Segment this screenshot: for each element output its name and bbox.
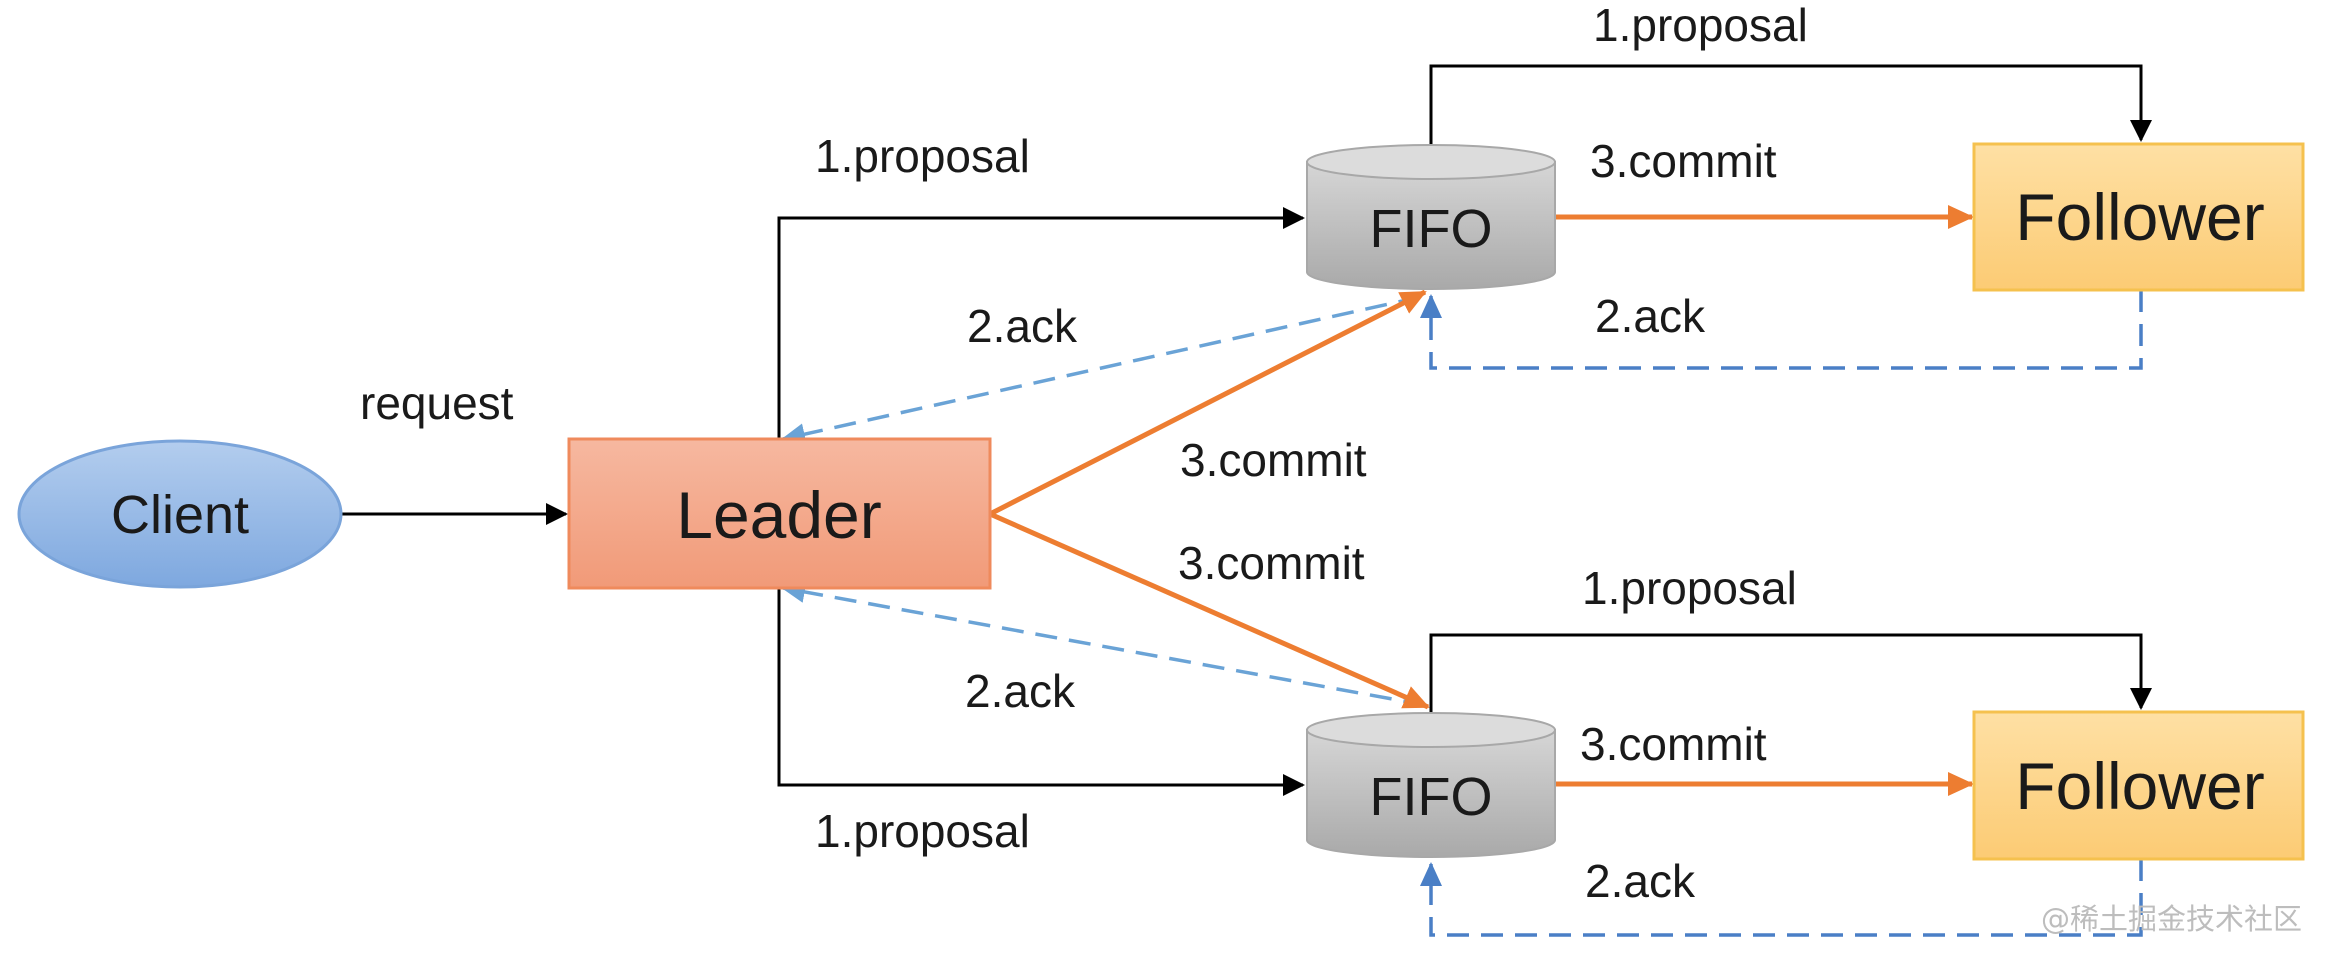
leader-to-fifo-bottom-proposal-arrow	[777, 588, 1305, 796]
client-label: Client	[111, 485, 249, 545]
fifo-top-to-follower-proposal-arrow	[1429, 64, 2152, 144]
watermark: @稀土掘金技术社区	[2041, 902, 2302, 936]
fifo-top-node: FIFO	[1306, 144, 1556, 290]
request-label: request	[360, 377, 514, 429]
leader-to-fifo-bottom-commit-arrow	[988, 511, 1430, 710]
leader-node: Leader	[567, 437, 992, 590]
fifo-bottom-to-leader-ack-arrow	[781, 581, 1426, 707]
leader-to-fifo-top-proposal-arrow	[777, 207, 1305, 439]
fifo-top-follower-commit-label: 3.commit	[1590, 135, 1777, 187]
leader-bottom-commit-label: 3.commit	[1178, 537, 1365, 589]
fifo-top-follower-proposal-label: 1.proposal	[1593, 0, 1808, 51]
fifo-bottom-leader-ack-label: 2.ack	[965, 665, 1076, 717]
leader-to-fifo-top-commit-arrow	[988, 289, 1427, 517]
leader-top-commit-label: 3.commit	[1180, 434, 1367, 486]
fifo-top-label: FIFO	[1370, 199, 1493, 259]
follower-top-node: Follower	[1972, 142, 2305, 292]
follower-bottom-node: Follower	[1972, 710, 2305, 861]
fifo-bottom-label: FIFO	[1370, 767, 1493, 827]
follower-top-to-fifo-ack-arrow	[1420, 290, 2143, 370]
leader-fifo-bottom-proposal-label: 1.proposal	[815, 805, 1030, 857]
fifo-top-leader-ack-label: 2.ack	[967, 300, 1078, 352]
follower-top-label: Follower	[2015, 180, 2264, 254]
fifo-top-to-leader-ack-arrow	[781, 295, 1421, 445]
leader-fifo-top-proposal-label: 1.proposal	[815, 130, 1030, 182]
follower-top-ack-label: 2.ack	[1595, 290, 1706, 342]
fifo-bottom-follower-proposal-label: 1.proposal	[1582, 562, 1797, 614]
follower-bottom-to-fifo-ack-arrow	[1420, 859, 2143, 937]
follower-bottom-label: Follower	[2015, 749, 2264, 823]
fifo-bottom-node: FIFO	[1306, 712, 1556, 858]
follower-bottom-ack-label: 2.ack	[1585, 855, 1696, 907]
fifo-bottom-to-follower-proposal-arrow	[1429, 633, 2152, 713]
fifo-bottom-follower-commit-label: 3.commit	[1580, 718, 1767, 770]
leader-label: Leader	[676, 478, 882, 552]
client-node: Client	[17, 439, 343, 589]
